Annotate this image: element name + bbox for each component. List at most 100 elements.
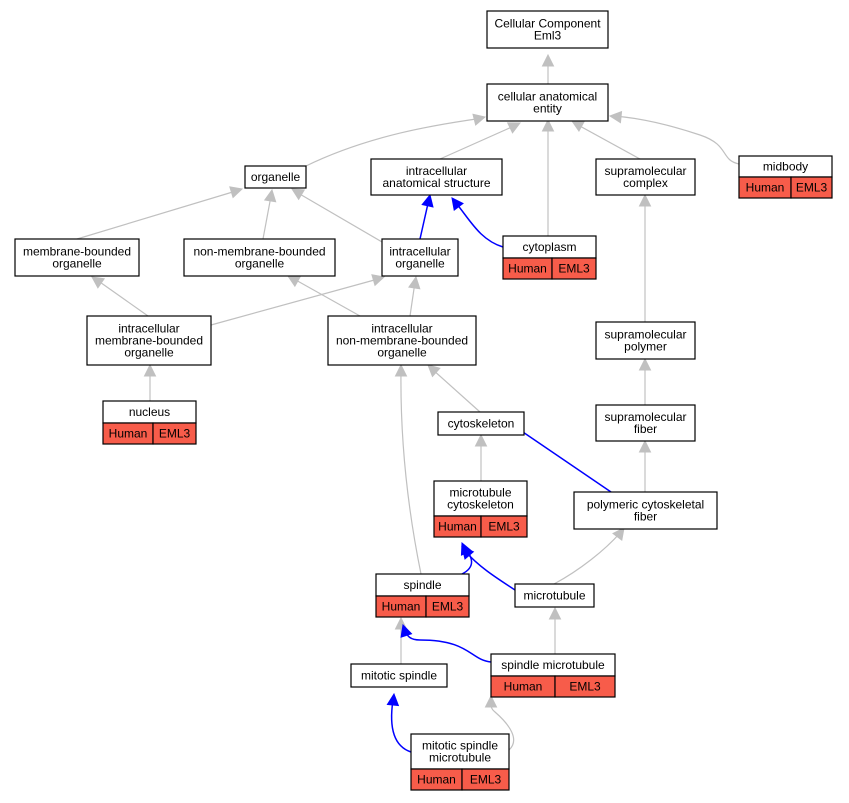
node-box [486, 83, 609, 122]
node-label: entity [533, 102, 562, 116]
edge-arrowhead [394, 363, 408, 377]
node-box [86, 315, 212, 366]
node-label: intracellular [371, 322, 432, 336]
edge-line [76, 190, 237, 240]
node-box [381, 238, 459, 277]
node-label: intracellular [406, 164, 467, 178]
node-box [244, 165, 307, 189]
organism-label: Human [438, 520, 477, 534]
node-label: organelle [395, 257, 445, 271]
gene-cell [790, 176, 833, 199]
node-label: mitotic spindle [361, 669, 437, 683]
node-label: midbody [763, 160, 808, 174]
node-cytoskeleton[interactable]: cytoskeleton [437, 411, 525, 436]
organism-label: Human [508, 262, 547, 276]
node-label: nucleus [129, 405, 170, 419]
node-label: spindle microtubule [501, 658, 605, 672]
node-box [370, 158, 503, 196]
node-label: organelle [52, 257, 102, 271]
edge-line [613, 115, 740, 165]
node-label: cytoskeleton [447, 498, 514, 512]
node-label: fiber [634, 510, 657, 524]
edge-line [293, 278, 361, 317]
gene-label: EML3 [569, 680, 601, 694]
node-box [514, 583, 595, 608]
edge-arrowhead [386, 692, 400, 707]
node-box [183, 238, 336, 277]
edge-line [210, 278, 379, 326]
node-label: intracellular [118, 322, 179, 336]
organism-label: Human [417, 773, 456, 787]
edge-arrowhead [548, 606, 562, 620]
edge-line [553, 532, 621, 585]
node-box [14, 238, 140, 277]
node-box [486, 10, 609, 49]
edge-arrowhead [91, 276, 106, 289]
node-label: spindle [403, 578, 441, 592]
node-box [595, 404, 696, 442]
edge-arrowhead [506, 122, 522, 134]
edge-line [516, 427, 612, 493]
gene-cell [554, 675, 616, 698]
node-box [433, 480, 528, 517]
edge-line [455, 202, 504, 248]
edge-arrowhead [541, 118, 555, 132]
node-label: Eml3 [534, 29, 562, 43]
node-label: organelle [251, 170, 301, 184]
gene-label: EML3 [159, 427, 191, 441]
edge-line [305, 117, 483, 167]
edge-line [439, 125, 515, 160]
edge-arrowhead [472, 113, 487, 126]
gene-cell [425, 595, 470, 618]
organism-label: Human [382, 600, 421, 614]
node-label: non-membrane-bounded [193, 245, 325, 259]
gene-cell [480, 515, 528, 538]
node-organelle[interactable]: organelle [244, 165, 307, 189]
organism-label: Human [504, 680, 543, 694]
node-label: non-membrane-bounded [336, 334, 468, 348]
node-label: organelle [124, 346, 174, 360]
node-mitotic-spindle[interactable]: mitotic spindle [350, 663, 448, 688]
node-intracellular-non-membrane-bounded-organelle[interactable]: intracellularnon-membrane-boundedorganel… [327, 315, 477, 366]
node-label: microtubule [523, 589, 585, 603]
node-label: polymer [624, 340, 667, 354]
node-label: cytoskeleton [448, 417, 515, 431]
edge-line [465, 551, 516, 591]
node-label: complex [623, 176, 668, 190]
node-box [595, 321, 696, 360]
node-label: intracellular [389, 245, 450, 259]
node-label: mitotic spindle [422, 739, 498, 753]
edge-line [400, 369, 422, 575]
edge-line [577, 124, 641, 160]
gene-label: EML3 [796, 181, 828, 195]
node-microtubule[interactable]: microtubule [514, 583, 595, 608]
edge-arrowhead [421, 193, 434, 208]
node-label: cellular anatomical [498, 90, 597, 104]
node-label: supramolecular [604, 164, 686, 178]
node-box [437, 411, 525, 436]
edge-arrowhead [460, 541, 473, 556]
organism-label: Human [746, 181, 785, 195]
gene-label: EML3 [558, 262, 590, 276]
edge-line [390, 699, 412, 753]
node-label: membrane-bounded [95, 334, 203, 348]
